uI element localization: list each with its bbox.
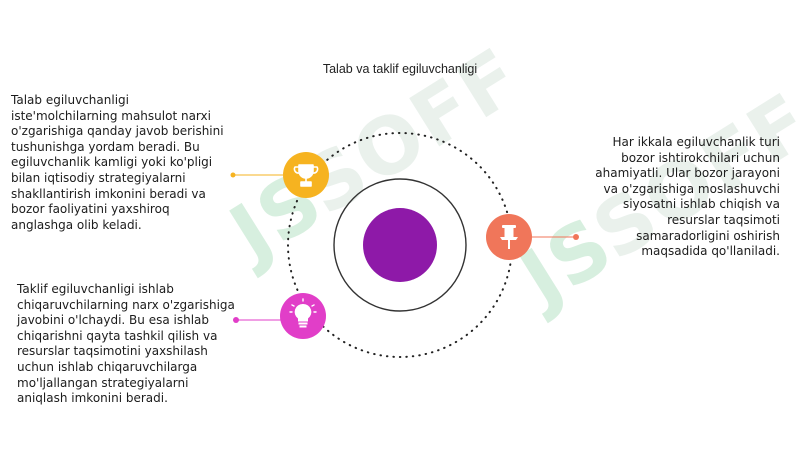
text-supply: Taklif egiluvchanligi ishlab chiqaruvchi… xyxy=(17,282,235,406)
diagram-title: Talab va taklif egiluvchanligi xyxy=(322,62,478,76)
connector-supply-dot xyxy=(233,317,239,323)
lightbulb-icon xyxy=(289,298,317,328)
node-demand xyxy=(283,152,329,198)
trophy-icon xyxy=(293,164,319,187)
center-circle xyxy=(363,208,437,282)
text-both: Har ikkala egiluvchanlik turi bozor isht… xyxy=(595,135,780,259)
pushpin-icon xyxy=(500,225,518,249)
text-demand: Talab egiluvchanligi iste'molchilarning … xyxy=(11,93,224,232)
node-supply xyxy=(280,293,326,339)
connector-both-dot xyxy=(573,234,579,240)
inner-orbit xyxy=(333,178,467,312)
node-both xyxy=(486,214,532,260)
connector-demand-dot xyxy=(230,172,236,178)
